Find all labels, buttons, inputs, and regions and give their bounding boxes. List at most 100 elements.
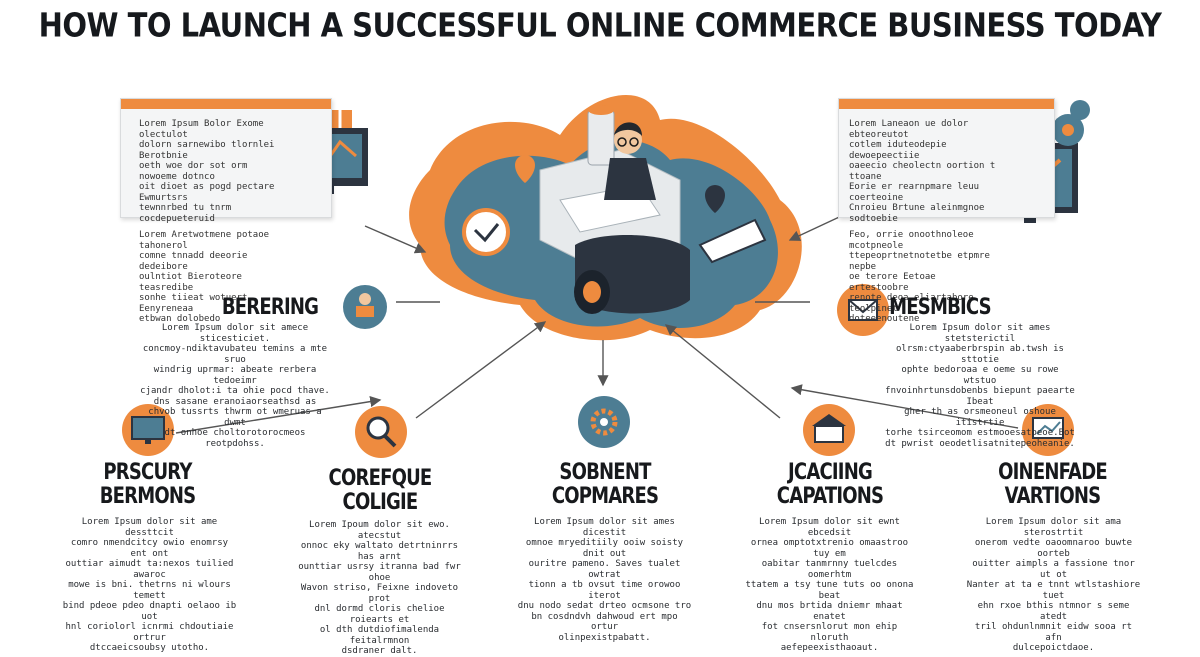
text-line: aefepeexisthaoaut. [780,643,879,653]
text-line: dtccaeicsoubsy utotho. [89,643,210,653]
left-panel-bar [121,99,331,109]
text-line: ouitter aimpls a fassione tnor ut ot [972,559,1135,580]
heading-line: COLIGIE [342,490,419,515]
text-line: dnl dormd cloris chelioe roiearts et [314,604,445,625]
node-text-oinenfade: Lorem Ipsum dolor sit ama sterostrtit on… [966,517,1141,654]
text-line: ttatem a tsy tune tuts oo onona beat [745,580,914,601]
node-text-jcacing: Lorem Ipsum dolor sit ewnt ebcedsit orne… [742,517,917,654]
panel-line: ttepeoprtnetnotetbe etpmre nepbe [849,251,990,272]
panel-line: oaeecio cheolectn oortion t ttoane [849,161,996,182]
text-line: Lorem Ipsum dolor sit ame dessttcit [81,517,218,538]
text-line: dnu mos brtida dniemr mhaat enatet [756,601,903,622]
panel-line: Lorem Aretwotmene potaoe tahonerol [139,230,270,251]
heading-line: COREFQUE [328,466,433,491]
text-line: tril ohdunlnmnit eidw sooa rt afn [974,622,1133,643]
envelope-screen-icon [837,284,889,336]
magnifier-tools-icon [355,406,407,458]
heading-line: MESMBICS [889,295,992,320]
text-line: oabitar tanmrnny tuelcdes oomerhtm [761,559,898,580]
heading-line: JCACIING [788,460,873,485]
node-text-bering: Lorem Ipsum dolor sit amece sticesticiet… [140,323,330,449]
text-line: Lorem Ipsum dolor sit ames stetsterictil [909,323,1051,344]
heading-line: VARTIONS [1004,484,1101,509]
panel-line: dolorn sarnewibo tlornlei Berotbnie [139,140,275,161]
text-line: windrig uprmar: abeate rerbera tedoeimr [153,365,317,386]
node-text-prescury: Lorem Ipsum dolor sit ame dessttcit comr… [62,517,237,654]
text-line: concmoy-ndiktavubateu temins a mte sruo [142,344,328,365]
monitor-ui-icon [122,404,174,456]
text-line: Lorem Ipoum dolor sit ewo. atecstut [309,520,450,541]
text-line: dt pwrist oeodetlisatnitepeoheanie. [885,438,1075,449]
panel-line: renote deoa eliartabore teolpinet [849,293,974,314]
text-line: dnu nodo sedat drteo ocmsone tro [517,601,692,611]
node-text-mesmbics: Lorem Ipsum dolor sit ames stetsterictil… [885,323,1075,449]
presentation-board-icon [1022,404,1074,456]
panel-line: Feo, orrie onoothnoleoe mcotpneole [849,230,974,251]
panel-line: Eorie er rearnpmare leuu coerteoine [849,182,980,203]
text-line: mowe is bni. thetrns ni wlours temett [68,580,231,601]
text-line: Lorem Ipsum dolor sit ewnt ebcedsit [759,517,900,538]
text-line: comro nmendcitcy owio enomrsy ent ont [70,538,229,559]
panel-line: cotlem iduteodepie dewoepeectiie [849,140,947,161]
text-line: Wavon striso, Feixne indoveto prot [300,583,459,604]
ecommerce-businessman-illustration [409,94,802,341]
text-line: onnoc eky waltato detrtninrrs has arnt [300,541,459,562]
heading-line: BERERING [221,295,319,320]
text-line: cjandr dholot:i ta ohie pocd thave. [140,386,330,396]
panel-line: tewnnrbed tu tnrm cocdepueteruid [139,203,232,224]
panel-line: doteeenoutene [849,314,920,324]
text-line: ophte bedoroaa e oeme su rowe wtstuo [901,365,1059,386]
panel-line: etbwan dolobedo [139,314,221,324]
left-info-panel: Lorem Ipsum Bolor Exome olectulot dolorn… [120,98,332,324]
text-line: gher th as orsmeoneul oshoue itistrtie [904,407,1056,428]
right-panel-text: Lorem Laneaon ue dolor ebteoreutot cotle… [849,119,999,325]
text-line: dulcepoictdaoe. [1012,643,1095,653]
panel-line: Lorem Ipsum Bolor Exome olectulot [139,119,264,140]
node-heading-sobnent: SOBNENT COPMARES [539,461,670,509]
heading-line: COPMARES [551,484,659,509]
heading-line: SOBNENT [559,460,651,485]
text-line: tionn a tb ovsut time orowoo iterot [528,580,681,601]
node-heading-corefque: COREFQUE COLIGIE [319,467,442,515]
right-panel-bar [839,99,1054,109]
text-line: Nanter at ta e tnnt wtlstashiore tuet [966,580,1141,601]
panel-line: oe terore Eetoae ertestoobre [849,272,936,293]
node-heading-jcacing: JCACIING CAPATIONS [769,461,892,509]
node-heading-prescury: PRSCURY BERMONS [92,461,203,509]
text-line: Lorem Ipsum dolor sit ama sterostrtit [985,517,1122,538]
heading-line: BERMONS [99,484,196,509]
right-info-panel: Lorem Laneaon ue dolor ebteoreutot cotle… [838,98,1055,324]
node-heading-mesmbics: MESMBICS [887,296,994,320]
text-line: bn cosdndvh dahwoud ert mpo ortur [531,611,678,633]
panel-line: oulntiot Bieroteore teasredibe [139,272,242,293]
text-line: hnl coriolorl icnrmi chdoutiaie ortrur [65,622,234,643]
text-line: ehn rxoe bthis ntmnor s seme atedt [977,601,1130,622]
text-line: onerom vedte oaoomnaroo buwte oorteb [974,538,1133,559]
person-laptop-icon [343,285,387,329]
panel-line: oeth woe dor sot orm nowoeme dotnco [139,161,248,182]
text-line: omnoe mryeditiily ooiw soisty dnit out [525,538,684,559]
heading-line: CAPATIONS [776,484,884,509]
text-line: ounttiar usrsy itranna bad fwr ohoe [298,562,461,583]
left-panel-text: Lorem Ipsum Bolor Exome olectulot dolorn… [139,119,289,325]
panel-line: sonhe tiieat wotuert Eenyreneaa [139,293,248,314]
storefront-icon [803,404,855,456]
text-line: dsdraner dalt. [341,646,418,656]
node-text-corefque: Lorem Ipoum dolor sit ewo. atecstut onno… [292,520,467,657]
node-heading-oinenfade: OINENFADE VARTIONS [989,461,1116,509]
text-line: dns sasane eranoiaorseathsd as [153,396,317,407]
text-line: fot cnsersnlorut mon ehip nloruth [761,622,898,643]
panel-line: comne tnnadd deeorie dedeibore [139,251,248,272]
text-line: ouritre pameno. Saves tualet owtrat [528,559,681,580]
text-line: bind pdeoe pdeo dnapti oelaoo ib uot [62,601,237,622]
panel-line: oit dioet as pogd pectare Ewmurtsrs [139,182,275,203]
text-line: ol dth dutdiofimalenda feitalrmnon [319,625,440,646]
gear-settings-icon [578,396,630,448]
text-line: dt onhoe choltorotorocmeos reotpdohss. [164,428,306,449]
text-line: olinpexistpabatt. [558,632,651,643]
text-line: torhe tsirceomom estmooesatoeoe.Bot [885,428,1075,438]
heading-line: OINENFADE [998,460,1108,485]
panel-line: Lorem Laneaon ue dolor ebteoreutot [849,119,969,140]
node-heading-bering: BERERING [217,296,324,320]
panel-line: Cnroieu Brtune aleinmgnoe sodtoebie [849,203,985,224]
